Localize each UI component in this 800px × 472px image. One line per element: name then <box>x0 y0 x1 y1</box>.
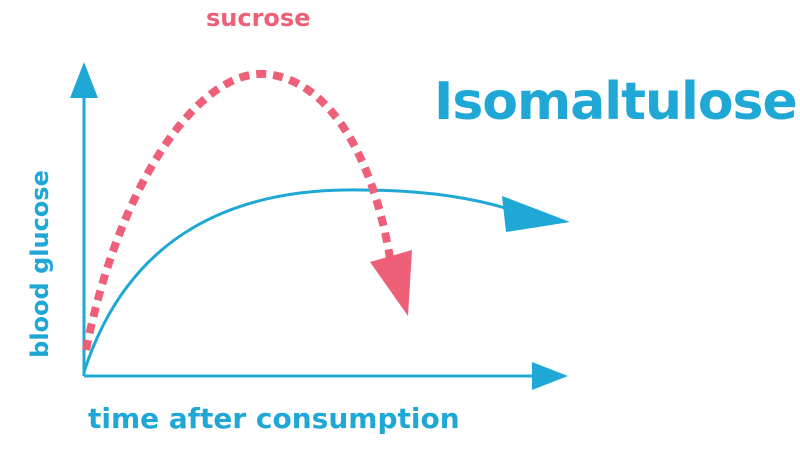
y-axis-arrowhead <box>70 62 98 98</box>
y-axis-label: blood glucose <box>26 170 54 358</box>
x-axis-arrowhead <box>532 362 568 390</box>
sucrose-curve <box>82 69 394 351</box>
sucrose-label: sucrose <box>206 4 311 32</box>
isomaltulose-arrowhead <box>502 196 570 232</box>
sucrose-arrowhead <box>370 250 412 316</box>
isomaltulose-curve <box>82 188 513 373</box>
isomaltulose-label: Isomaltulose <box>434 72 798 132</box>
x-axis-label: time after consumption <box>88 402 460 435</box>
